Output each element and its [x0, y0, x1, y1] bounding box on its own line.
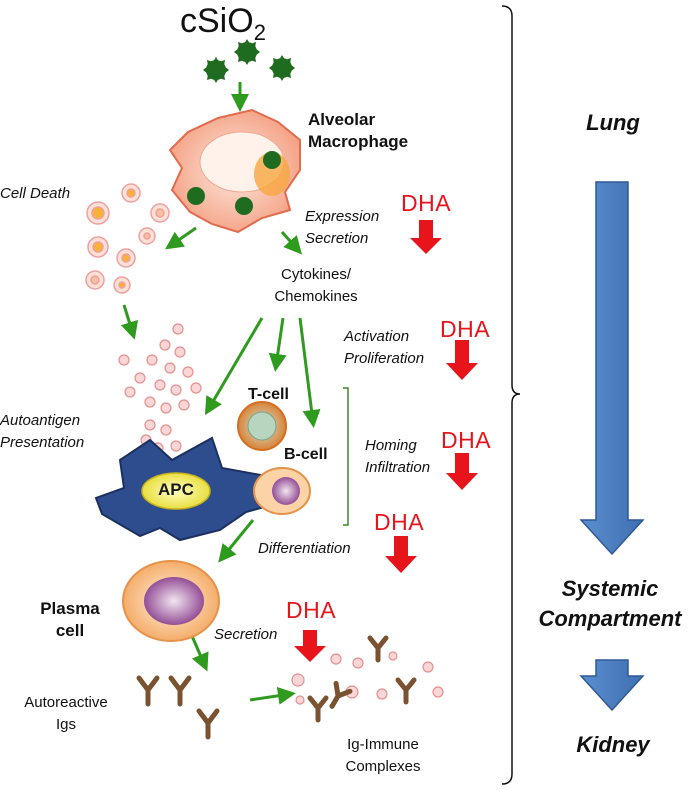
infiltration-text: Infiltration [365, 459, 431, 476]
csio2-title: cSiO2 [180, 2, 266, 45]
activation-label: Activation Proliferation [344, 326, 424, 370]
autoreactive-igs-label: Autoreactive Igs [18, 692, 114, 736]
immune-complexes-label: Ig-Immune Complexes [328, 734, 438, 778]
homing-label: Homing Infiltration [365, 435, 430, 479]
dha-label-5: DHA [286, 597, 337, 623]
csio2-main: cSiO [180, 2, 254, 40]
tb-bracket [343, 387, 349, 526]
lung-systemic-bracket [501, 5, 521, 785]
b-cell [253, 467, 311, 515]
macrophage-label-line1: Alveolar [308, 110, 376, 129]
systemic-compartment-label: Systemic Compartment [520, 574, 700, 634]
presentation-text: Presentation [0, 434, 85, 451]
activation-text: Activation [344, 328, 410, 345]
apc-cell [94, 436, 294, 542]
igs-text: Igs [55, 716, 76, 733]
autoantigen-label: Autoantigen Presentation [0, 410, 84, 454]
b-cell-label: B-cell [284, 446, 328, 463]
differentiation-label: Differentiation [258, 540, 351, 557]
autoantigen-debris [118, 323, 202, 454]
kidney-label: Kidney [576, 732, 650, 757]
dha-label-3: DHA [441, 427, 492, 453]
t-cell-label: T-cell [248, 386, 289, 403]
plasma-cell-label: Plasma cell [32, 598, 108, 642]
alveolar-macrophage [168, 108, 301, 234]
cell-death-label: Cell Death [0, 185, 71, 202]
cell-text: cell [55, 621, 85, 640]
secretion-label: Secretion [214, 626, 278, 643]
macrophage-label: Alveolar Macrophage [308, 109, 408, 153]
csio2-subscript: 2 [253, 19, 266, 45]
dha-arrows [294, 220, 478, 662]
blue-flow-arrows [579, 181, 645, 712]
cytokines-label: Cytokines/ Chemokines [254, 264, 378, 308]
ig-immune-text: Ig-Immune [347, 736, 419, 753]
plasma-text: Plasma [40, 599, 100, 618]
autoreactive-text: Autoreactive [24, 694, 108, 711]
t-cell [237, 401, 287, 451]
expression-secretion-label: Expression Secretion [305, 206, 379, 250]
dha-label-1: DHA [401, 190, 452, 216]
autoantigen-text: Autoantigen [0, 412, 81, 429]
complexes-text: Complexes [345, 758, 421, 775]
dha-label-2: DHA [440, 316, 491, 342]
lung-label: Lung [586, 110, 640, 135]
silica-particles [203, 39, 295, 83]
chemokines-text: Chemokines [274, 288, 358, 305]
proliferation-text: Proliferation [344, 350, 425, 367]
plasma-cell [122, 560, 220, 642]
autoreactive-antibodies [136, 675, 220, 740]
homing-text: Homing [365, 437, 417, 454]
compartment-text: Compartment [538, 606, 682, 631]
apc-label: APC [158, 480, 194, 499]
green-arrows [120, 82, 321, 705]
dha-label-4: DHA [374, 509, 425, 535]
expression-text: Expression [305, 208, 380, 225]
systemic-text: Systemic [561, 576, 659, 601]
immune-complexes [291, 635, 444, 723]
macrophage-label-line2: Macrophage [308, 132, 409, 151]
secretion-text: Secretion [305, 230, 369, 247]
dying-cells [85, 183, 170, 294]
cytokines-text: Cytokines/ [280, 266, 352, 283]
